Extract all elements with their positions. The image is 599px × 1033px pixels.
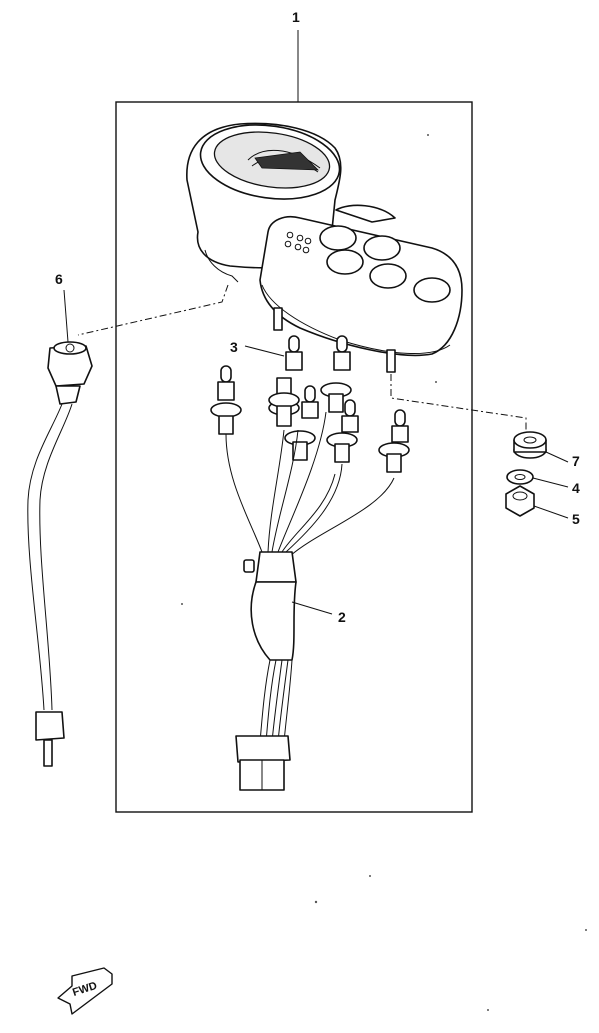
fwd-arrow: FWD xyxy=(57,967,113,1015)
callout-4: 4 xyxy=(572,480,580,496)
leader-5 xyxy=(533,505,569,519)
callout-3: 3 xyxy=(230,339,238,355)
indicator-panel xyxy=(259,204,463,373)
leader-2 xyxy=(291,601,333,615)
assembly-frame xyxy=(115,101,473,813)
callout-7: 7 xyxy=(572,453,580,469)
indicator-bulbs xyxy=(210,335,410,473)
callout-6: 6 xyxy=(55,271,63,287)
speedometer-cable xyxy=(27,341,93,767)
grommet xyxy=(513,431,547,459)
callout-1: 1 xyxy=(292,9,300,25)
leader-7 xyxy=(545,451,569,463)
leader-3 xyxy=(244,345,285,357)
scan-specks xyxy=(181,134,587,1011)
washer xyxy=(506,469,534,485)
leader-4 xyxy=(532,477,569,488)
cable-assembly-line xyxy=(77,284,229,336)
callout-2: 2 xyxy=(338,609,346,625)
wiring-harness xyxy=(225,411,395,791)
callout-5: 5 xyxy=(572,511,580,527)
leader-6 xyxy=(63,289,69,343)
nut-assembly-line xyxy=(390,374,527,432)
nut xyxy=(505,485,535,517)
